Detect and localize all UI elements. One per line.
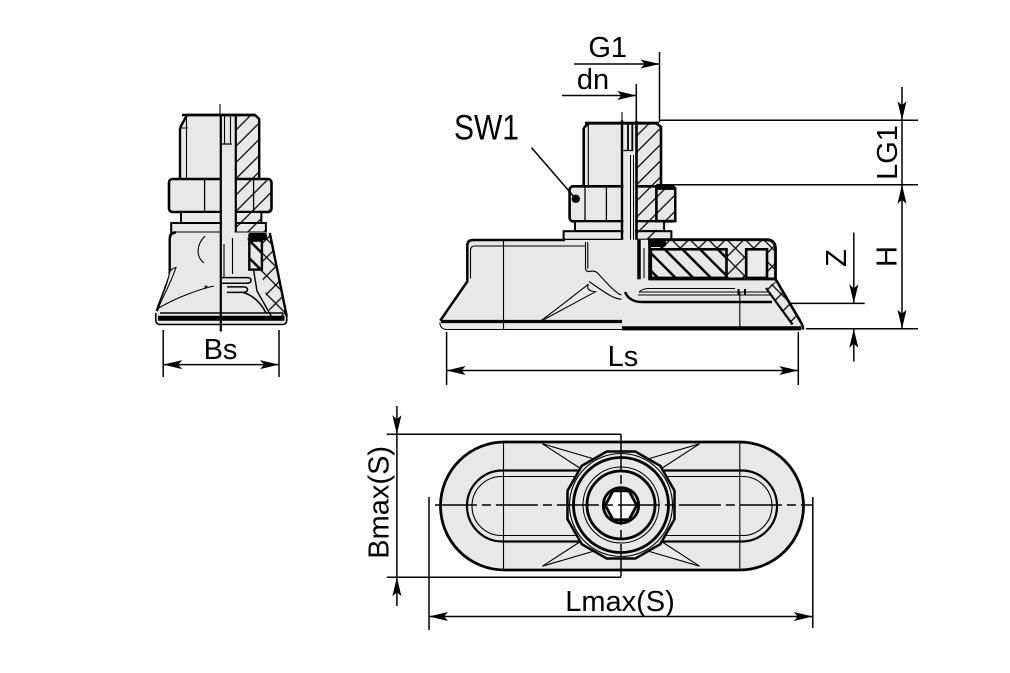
svg-text:dn: dn <box>577 64 609 96</box>
svg-text:Bmax(S): Bmax(S) <box>364 446 396 559</box>
svg-text:LG1: LG1 <box>872 125 904 180</box>
svg-text:SW1: SW1 <box>454 109 519 148</box>
svg-text:H: H <box>872 246 904 267</box>
svg-text:G1: G1 <box>588 32 627 64</box>
svg-text:Z: Z <box>821 249 853 267</box>
svg-text:Ls: Ls <box>608 341 639 373</box>
svg-text:Bs: Bs <box>204 334 238 366</box>
svg-text:Lmax(S): Lmax(S) <box>565 586 675 618</box>
